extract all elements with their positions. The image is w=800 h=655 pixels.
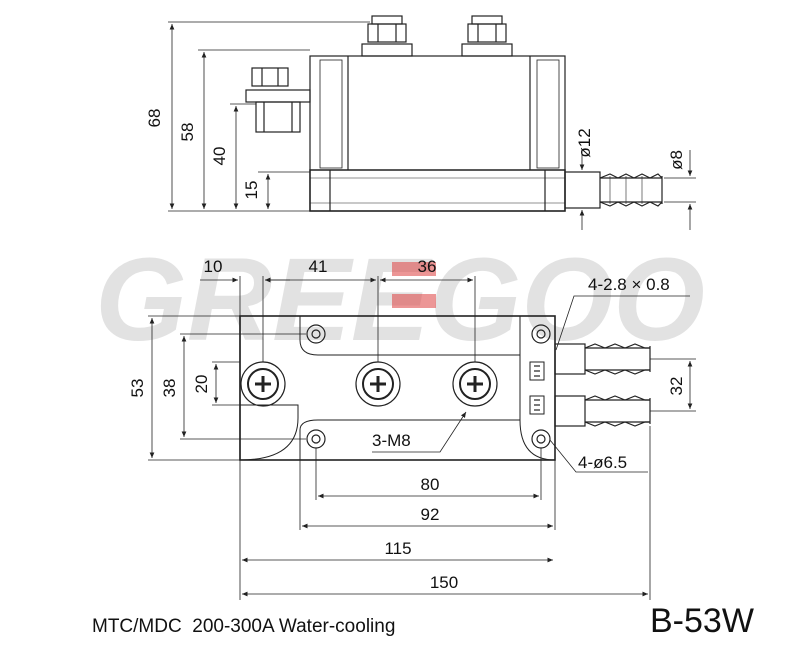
side-view-dimensions <box>168 21 696 230</box>
side-base-plate <box>309 169 566 212</box>
water-nozzle-side <box>564 171 663 209</box>
dim-height-53: 53 <box>128 379 147 398</box>
mount-hole-tr <box>531 324 551 344</box>
dim-width-36: 36 <box>418 257 437 276</box>
side-view <box>245 15 663 212</box>
dim-height-58: 58 <box>178 123 197 142</box>
top-view <box>239 315 651 461</box>
dim-height-15: 15 <box>242 181 261 200</box>
dim-width-92: 92 <box>421 505 440 524</box>
dim-height-20: 20 <box>192 375 211 394</box>
slot-1 <box>529 361 545 381</box>
caption: MTC/MDC 200-300A Water-cooling <box>92 616 396 637</box>
dim-width-115: 115 <box>384 539 411 558</box>
side-terminal-2 <box>461 15 513 57</box>
water-nozzle-top-2 <box>554 395 651 427</box>
screw-terminal-1 <box>240 361 286 407</box>
dim-width-150: 150 <box>430 573 458 592</box>
mount-hole-br <box>531 429 551 449</box>
model-code: B-53W <box>650 602 754 640</box>
dim-diameter-12: ø12 <box>575 128 594 157</box>
side-terminal-1 <box>361 15 413 57</box>
watermark-accent <box>392 262 436 276</box>
side-left-terminal <box>245 67 311 133</box>
dim-width-10: 10 <box>204 257 223 276</box>
dim-width-41: 41 <box>309 257 328 276</box>
dim-diameter-8: ø8 <box>667 150 686 170</box>
slot-2 <box>529 395 545 415</box>
dim-height-40: 40 <box>210 147 229 166</box>
mount-hole-tl <box>306 324 326 344</box>
dim-height-32: 32 <box>667 377 686 396</box>
callout-screws: 3-M8 <box>372 431 411 450</box>
watermark: GREEGOO <box>95 234 705 366</box>
dim-height-38: 38 <box>160 379 179 398</box>
callout-slots: 4-2.8 × 0.8 <box>588 275 670 294</box>
screw-terminal-2 <box>355 361 401 407</box>
mount-hole-bl <box>306 429 326 449</box>
dim-height-68: 68 <box>145 109 164 128</box>
top-view-dimensions <box>148 276 696 600</box>
dim-width-80: 80 <box>421 475 440 494</box>
screw-terminal-3 <box>452 361 498 407</box>
callout-holes: 4-ø6.5 <box>578 453 627 472</box>
